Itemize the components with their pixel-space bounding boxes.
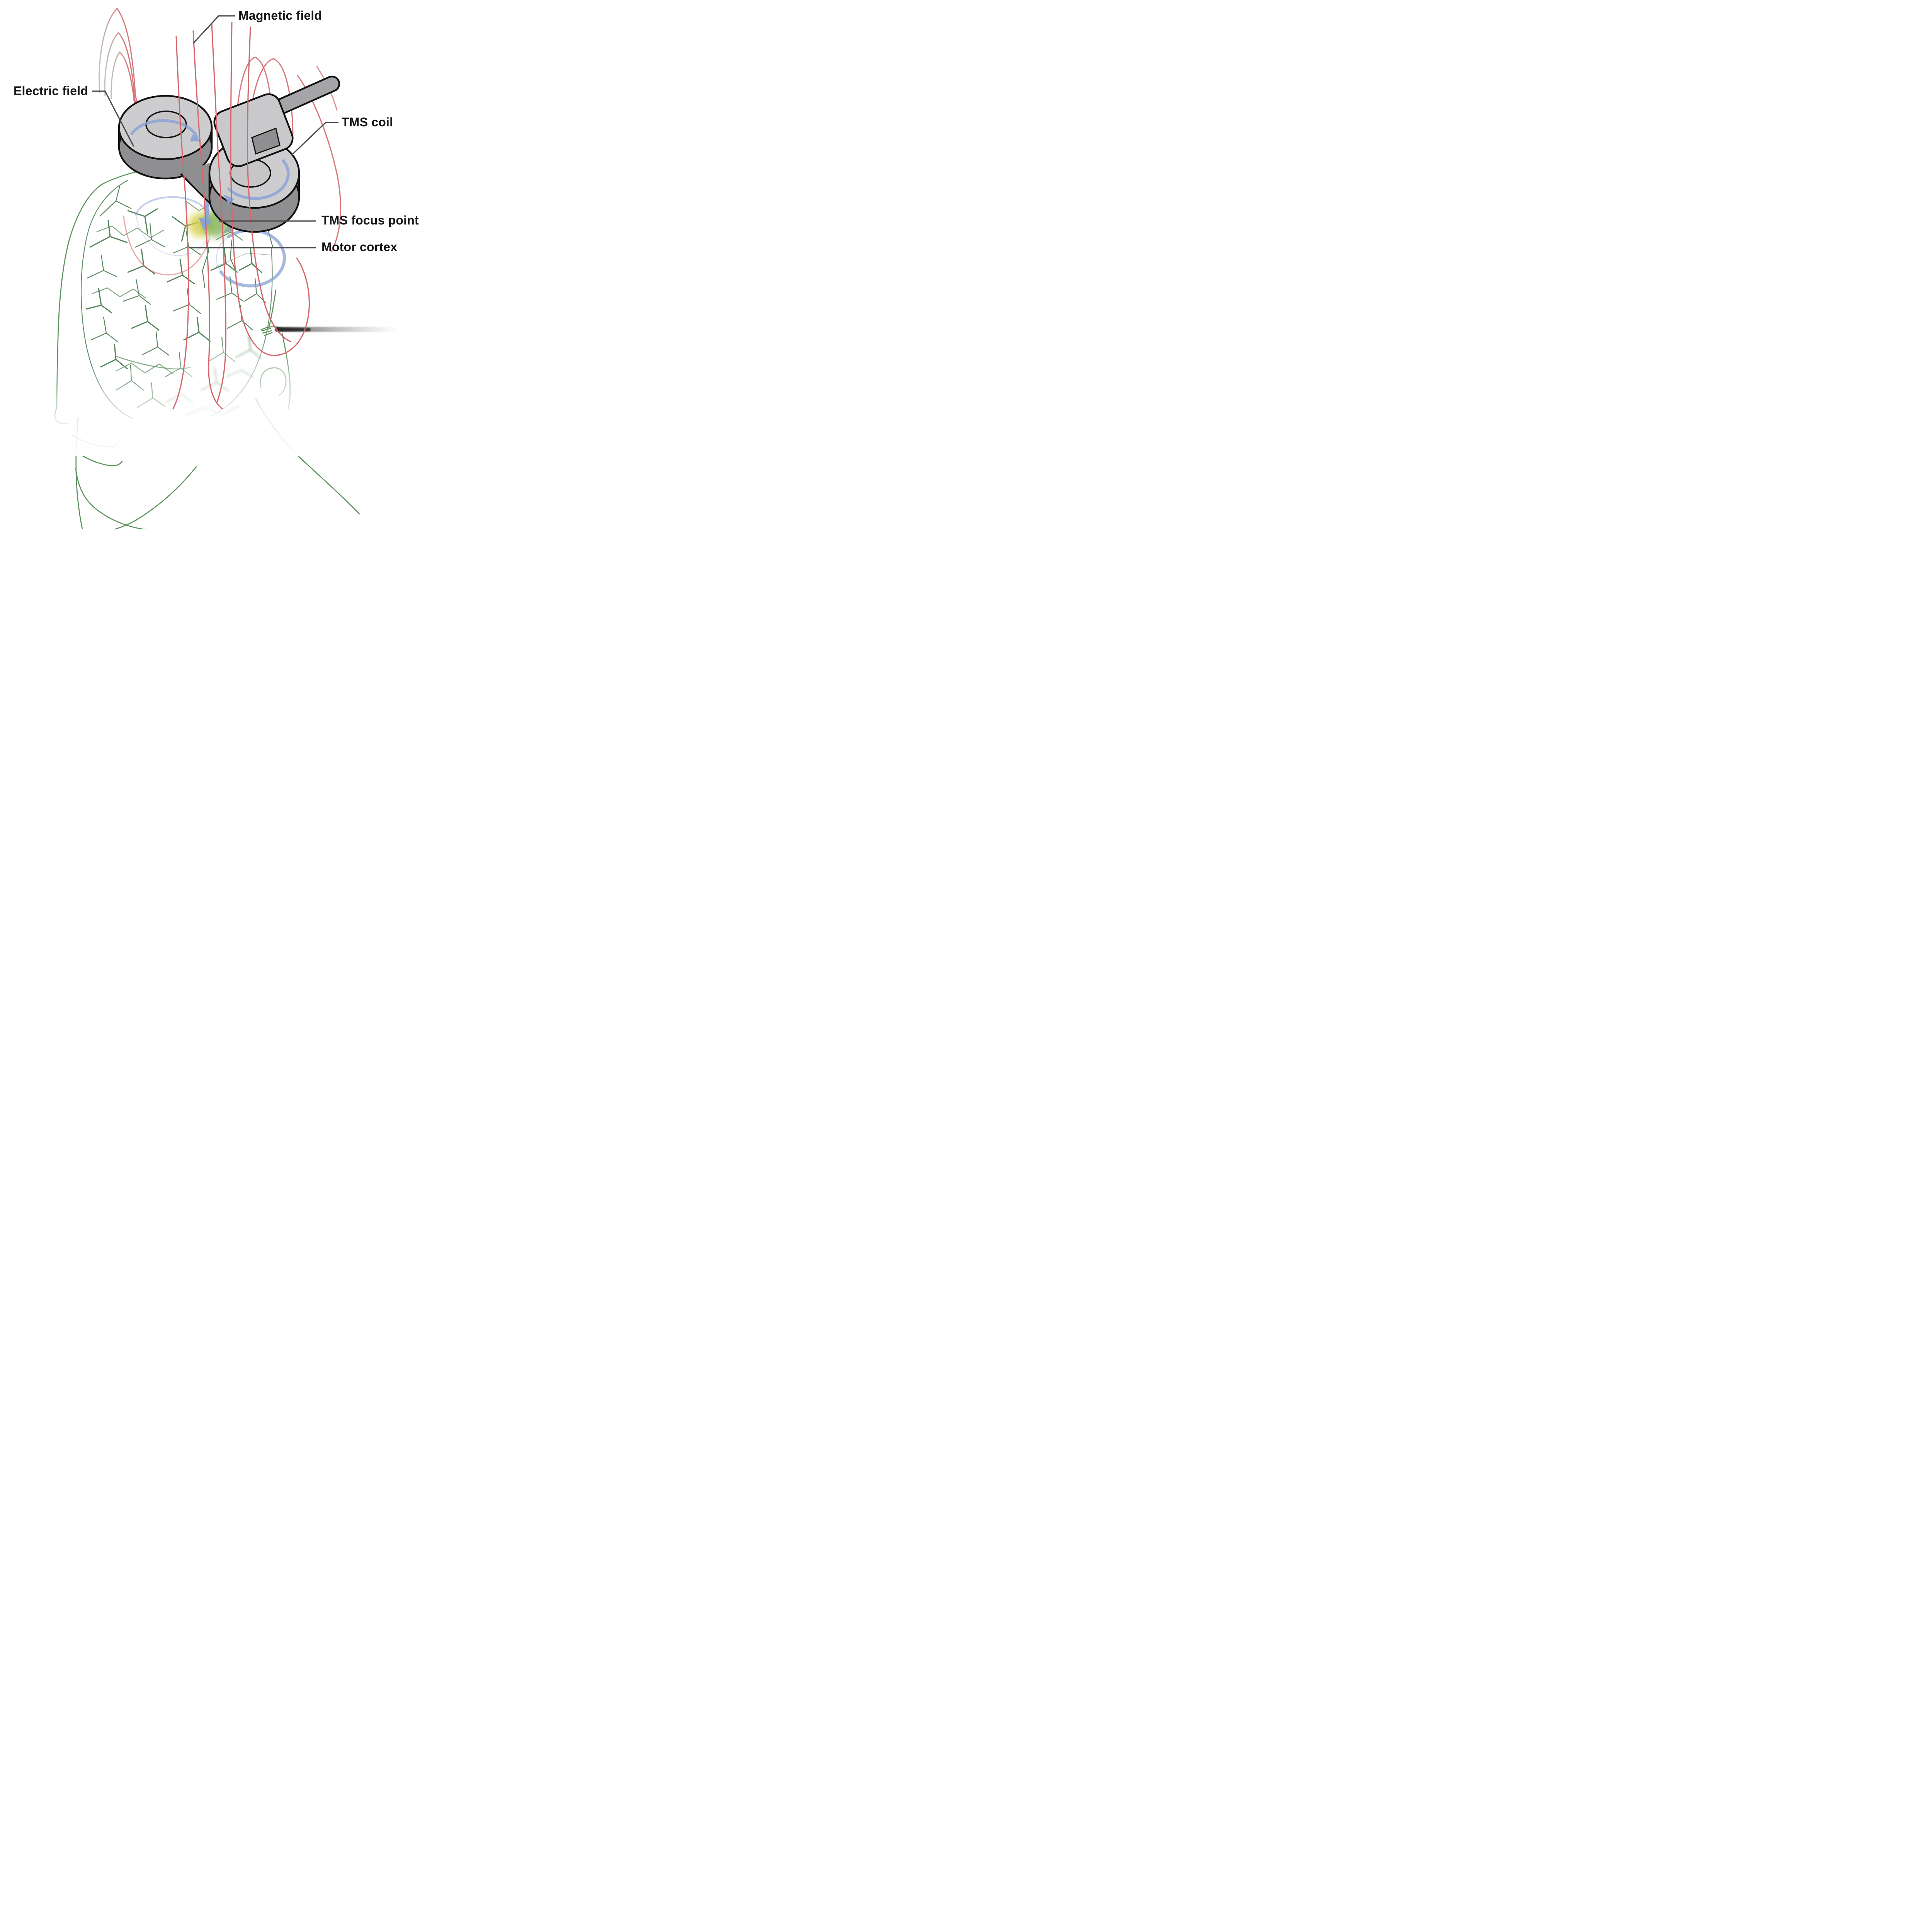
coil-junction-side	[251, 127, 281, 155]
induced-current-ring-right	[216, 224, 286, 287]
chin-jaw-line	[75, 468, 175, 529]
leader-lines	[92, 15, 338, 248]
coil-junction	[213, 93, 294, 167]
magnetic-field-loop-left-lower	[123, 216, 210, 276]
eyelash-streak-core	[275, 328, 311, 331]
temple-edge-line	[268, 289, 277, 328]
tms-diagram: Magnetic field Electric field TMS coil T…	[0, 0, 449, 529]
tms-coil	[118, 75, 340, 233]
brain-right-fade	[170, 344, 301, 429]
electric-field-leader-line	[92, 90, 134, 147]
induced-current-ring-left	[135, 196, 211, 256]
electric-field-label: Electric field	[14, 84, 88, 98]
magnetic-field-lines-front	[172, 22, 310, 410]
tms-coil-leader-line	[291, 122, 338, 156]
lower-lip-line	[75, 451, 123, 466]
forehead-profile-line	[56, 166, 167, 407]
motor-cortex-label: Motor cortex	[321, 240, 398, 254]
magnetic-field-label: Magnetic field	[238, 9, 322, 22]
electric-current-ring-left-coil	[130, 119, 201, 141]
tms-focus-point-label: TMS focus point	[321, 213, 419, 227]
electric-current-ring-right-coil	[223, 159, 290, 204]
diagram-artwork	[54, 7, 399, 529]
tms-coil-label: TMS coil	[342, 115, 393, 129]
shoulder-left-line	[114, 466, 197, 529]
magnetic-field-leader-line	[192, 15, 235, 44]
